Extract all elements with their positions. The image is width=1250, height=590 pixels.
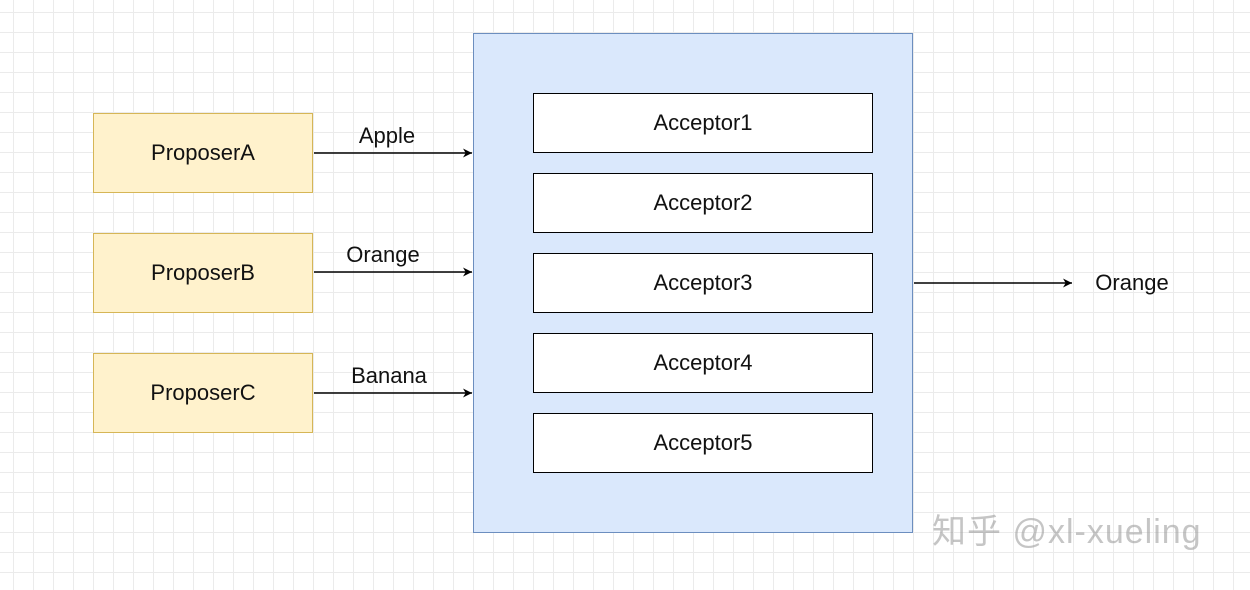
edge-label-apple: Apple — [358, 123, 416, 148]
acceptor-5-node: Acceptor5 — [533, 413, 873, 473]
proposer-b-node: ProposerB — [93, 233, 313, 313]
acceptor-3-node: Acceptor3 — [533, 253, 873, 313]
proposer-b-label: ProposerB — [151, 260, 255, 285]
proposer-c-label: ProposerC — [150, 380, 256, 405]
output-label: Orange — [1095, 270, 1169, 295]
acceptor-4-node: Acceptor4 — [533, 333, 873, 393]
acceptor-1-node: Acceptor1 — [533, 93, 873, 153]
acceptor-2-node: Acceptor2 — [533, 173, 873, 233]
proposer-a-node: ProposerA — [93, 113, 313, 193]
edge-label-banana: Banana — [351, 363, 427, 388]
acceptor-2-label: Acceptor2 — [653, 190, 753, 215]
acceptor-5-label: Acceptor5 — [653, 430, 753, 455]
proposer-c-node: ProposerC — [93, 353, 313, 433]
edge-label-orange: Orange — [346, 242, 420, 267]
acceptor-4-label: Acceptor4 — [653, 350, 753, 375]
acceptor-3-label: Acceptor3 — [653, 270, 753, 295]
watermark: 知乎 @xl-xueling — [932, 513, 1202, 551]
proposer-a-label: ProposerA — [151, 140, 255, 165]
acceptor-1-label: Acceptor1 — [653, 110, 753, 135]
